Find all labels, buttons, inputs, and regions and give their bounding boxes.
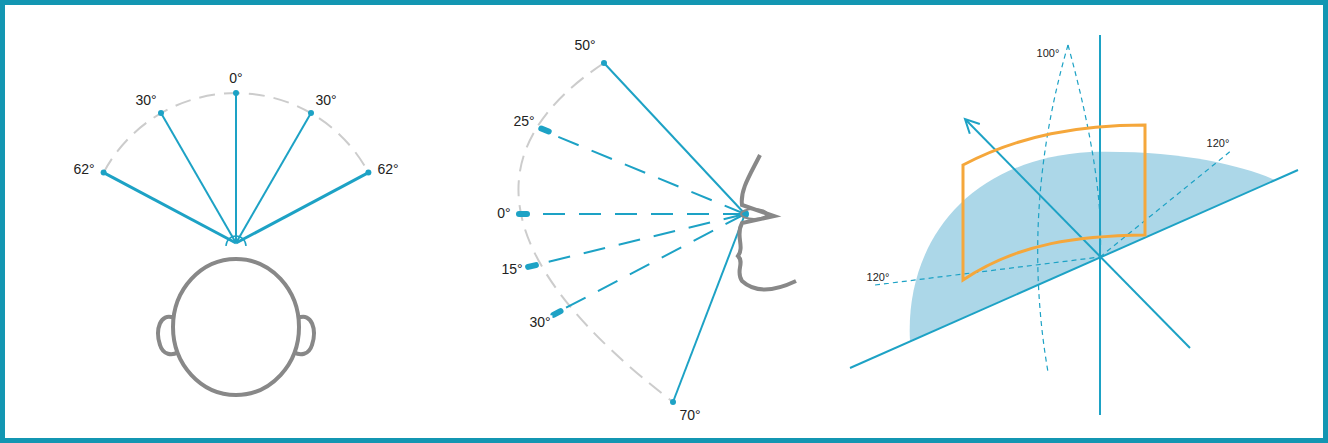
angle-label: 70° [677, 408, 702, 423]
field-of-view-3d [850, 35, 1298, 415]
angle-label: 62° [375, 162, 400, 177]
angle-label: 100° [1035, 47, 1062, 59]
angle-label: 0° [495, 206, 512, 221]
angle-label: 30° [133, 93, 158, 108]
angle-label: 30° [527, 315, 552, 330]
angle-label: 25° [511, 114, 536, 129]
angle-label: 120° [1205, 137, 1232, 149]
angle-label: 62° [71, 162, 96, 177]
angle-label: 0° [227, 71, 244, 86]
angle-label: 120° [865, 271, 892, 283]
angle-label: 30° [313, 93, 338, 108]
vertical-view [516, 60, 796, 405]
angle-label: 15° [499, 262, 524, 277]
frame-border [3, 3, 1326, 441]
horizontal-view [101, 90, 372, 395]
angle-label: 50° [572, 38, 597, 53]
